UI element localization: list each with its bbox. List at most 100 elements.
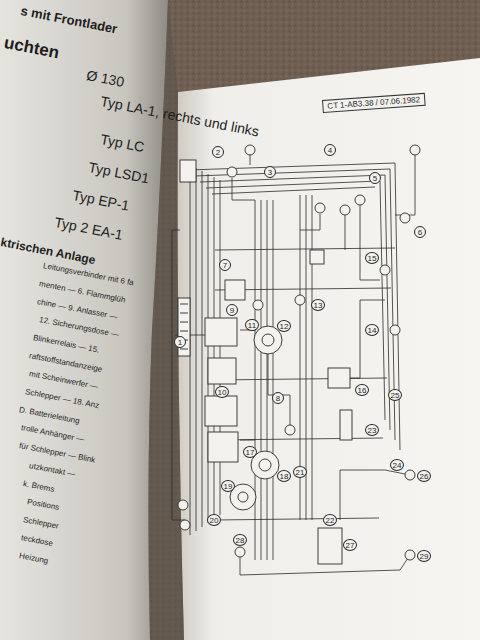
relay-box — [208, 358, 236, 384]
relay-box — [310, 250, 324, 264]
relay-box — [208, 432, 238, 462]
legend-text: D. Batterieleitung — [18, 406, 80, 426]
lamp-symbol — [315, 203, 325, 213]
relay-box — [205, 318, 237, 346]
wire — [340, 470, 410, 520]
wire — [220, 180, 221, 515]
callout-number: 6 — [414, 226, 426, 238]
drawing-stamp: CT 1-AB3.38 / 07.06.1982 — [322, 93, 425, 113]
wire — [232, 178, 255, 200]
wire — [267, 200, 268, 560]
lamp-symbol — [238, 492, 248, 502]
wire — [196, 168, 197, 531]
lamp-symbol — [405, 470, 415, 480]
callout-number: 4 — [324, 144, 336, 156]
lamp-symbol — [180, 520, 190, 530]
callout-number: 19 — [221, 480, 235, 492]
callout-number: 23 — [365, 424, 379, 436]
lamp-symbol — [400, 213, 410, 223]
wire — [200, 175, 385, 182]
callout-number: 24 — [390, 459, 404, 471]
wire — [215, 248, 395, 250]
lamp-symbol — [405, 550, 415, 560]
callout-number: 25 — [388, 389, 402, 401]
callout-number: 10 — [215, 386, 229, 398]
wire — [172, 230, 185, 520]
legend-text: Blinkerrelais — 15. — [32, 334, 100, 355]
lamp-symbol — [410, 145, 420, 155]
wire — [212, 187, 375, 194]
lamp-symbol — [340, 205, 350, 215]
relay-box — [180, 160, 196, 182]
legend-text: trolle Anhänger — — [20, 424, 85, 445]
legend-text: Positions — [26, 498, 60, 513]
wire — [360, 200, 380, 280]
callout-number: 12 — [277, 320, 291, 332]
lamp-symbol — [285, 425, 295, 435]
legend-text: Typ EP-1 — [71, 188, 130, 214]
left-page — [0, 0, 168, 640]
legend-text: Schlepper — 18. Anz — [24, 388, 99, 411]
relay-box — [340, 410, 352, 440]
callout-number: 8 — [272, 392, 284, 404]
callout-number: 13 — [311, 299, 325, 311]
wire — [300, 214, 320, 230]
callout-number: 3 — [264, 166, 276, 178]
lamp-symbol — [254, 326, 282, 354]
lamp-symbol — [178, 500, 188, 510]
callout-number: 20 — [207, 514, 221, 526]
legend-text: Ø 130 — [85, 68, 125, 90]
wire — [215, 438, 383, 440]
callout-number: 22 — [323, 514, 337, 526]
wiring — [172, 150, 415, 575]
wire — [215, 378, 387, 380]
callout-number: 14 — [365, 324, 379, 336]
callout-number: 2 — [212, 146, 224, 158]
callout-number: 16 — [355, 384, 369, 396]
lamp-symbol — [227, 167, 237, 177]
wire — [188, 163, 395, 170]
callout-number: 29 — [417, 550, 431, 562]
wire — [255, 200, 256, 560]
callout-number: 28 — [233, 534, 247, 546]
callout-number: 17 — [243, 446, 257, 458]
wire — [194, 169, 390, 176]
callout-number: 15 — [365, 252, 379, 264]
wire — [345, 210, 346, 250]
legend-text: k. Brems — [22, 480, 55, 495]
wire — [214, 177, 215, 519]
wire — [208, 174, 209, 523]
relay-box — [225, 280, 245, 300]
wire — [380, 181, 385, 420]
lamp-symbol — [259, 459, 271, 471]
wire — [215, 518, 379, 520]
legend-text: Schlepper — [22, 516, 59, 532]
wire — [330, 300, 385, 378]
callout-number: 1 — [174, 336, 186, 348]
lamp-symbol — [253, 300, 263, 310]
legend-text: uchten — [2, 34, 60, 63]
wire — [395, 163, 400, 450]
wire — [268, 354, 290, 430]
lamp-symbol — [380, 265, 390, 275]
callout-number: 9 — [226, 304, 238, 316]
legend-text: Heizung — [18, 552, 48, 566]
legend-text: Typ 2 EA-1 — [53, 215, 124, 243]
callout-number: 21 — [293, 466, 307, 478]
lamp-symbol — [235, 547, 245, 557]
stamp-text: CT 1-AB3.38 / 07.06.1982 — [327, 95, 420, 110]
relay-box — [318, 528, 342, 564]
wire — [202, 171, 203, 527]
relay-box — [328, 368, 350, 388]
callout-number: 11 — [245, 319, 258, 331]
lamp-symbol — [295, 295, 305, 305]
legend-text: teckdose — [20, 534, 53, 549]
callout-number: 18 — [277, 470, 291, 482]
relay-box — [205, 396, 237, 426]
lamp-symbol — [390, 325, 400, 335]
wire — [273, 200, 274, 560]
wire — [312, 195, 313, 520]
legend-text: Typ LC — [99, 132, 145, 156]
callout-number: 27 — [343, 539, 357, 551]
legend-text: Typ LSD1 — [87, 160, 150, 187]
